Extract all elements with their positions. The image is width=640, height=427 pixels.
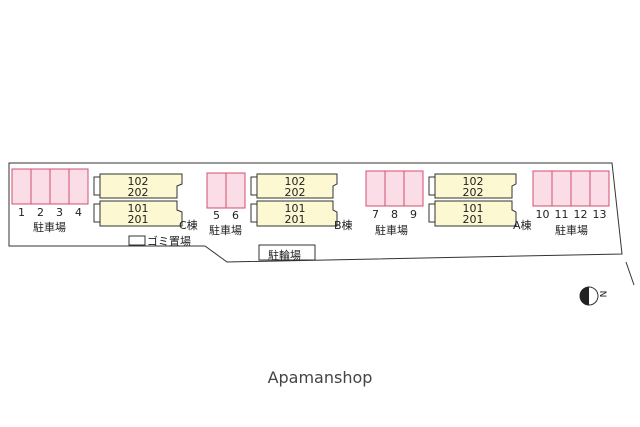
unit-number: 101 bbox=[462, 202, 484, 215]
parking-number: 6 bbox=[232, 209, 239, 222]
credit-text: Apamanshop bbox=[267, 368, 373, 387]
road-edge bbox=[625, 261, 635, 286]
compass-icon bbox=[579, 286, 599, 306]
building-a-shape bbox=[428, 173, 517, 227]
parking-number: 5 bbox=[213, 209, 220, 222]
parking-stalls-7-9 bbox=[365, 170, 424, 207]
building-b-shape bbox=[250, 173, 338, 227]
unit-number: 101 bbox=[284, 202, 306, 215]
parking-lot-label: 駐車場 bbox=[555, 224, 588, 237]
unit-upper: 102 202 bbox=[108, 176, 168, 198]
compass-north-label: N bbox=[599, 290, 610, 298]
building-c-shape bbox=[93, 173, 183, 227]
building-label: A棟 bbox=[513, 219, 532, 232]
unit-lower: 101 201 bbox=[108, 203, 168, 225]
parking-number: 4 bbox=[75, 206, 82, 219]
unit-number: 102 bbox=[462, 175, 484, 188]
parking-stalls-1-4 bbox=[11, 168, 89, 205]
parking-stalls-5-6 bbox=[206, 172, 246, 209]
parking-stalls-10-13 bbox=[532, 170, 610, 207]
parking-number: 12 bbox=[573, 208, 588, 221]
parking-number: 3 bbox=[56, 206, 63, 219]
unit-number: 202 bbox=[462, 186, 484, 199]
unit-lower: 101 201 bbox=[443, 203, 503, 225]
parking-lot-label: 駐車場 bbox=[33, 221, 66, 234]
unit-number: 201 bbox=[127, 213, 149, 226]
parking-number: 13 bbox=[592, 208, 607, 221]
parking-lot-label: 駐車場 bbox=[375, 224, 408, 237]
building-label: B棟 bbox=[334, 219, 353, 232]
unit-number: 101 bbox=[127, 202, 149, 215]
parking-number: 2 bbox=[37, 206, 44, 219]
building-label: C棟 bbox=[179, 219, 198, 232]
unit-number: 102 bbox=[127, 175, 149, 188]
bicycle-parking-box bbox=[258, 244, 316, 261]
unit-upper: 102 202 bbox=[443, 176, 503, 198]
parking-number: 11 bbox=[554, 208, 569, 221]
unit-number: 201 bbox=[462, 213, 484, 226]
garbage-area-label: ゴミ置場 bbox=[147, 235, 191, 248]
unit-lower: 101 201 bbox=[265, 203, 325, 225]
parking-number: 10 bbox=[535, 208, 550, 221]
unit-number: 202 bbox=[284, 186, 306, 199]
unit-number: 102 bbox=[284, 175, 306, 188]
parking-number: 7 bbox=[372, 208, 379, 221]
unit-number: 202 bbox=[127, 186, 149, 199]
parking-number: 1 bbox=[18, 206, 25, 219]
parking-lot-label: 駐車場 bbox=[209, 224, 242, 237]
unit-number: 201 bbox=[284, 213, 306, 226]
unit-upper: 102 202 bbox=[265, 176, 325, 198]
parking-number: 8 bbox=[391, 208, 398, 221]
parking-number: 9 bbox=[410, 208, 417, 221]
bicycle-parking-label: 駐輪場 bbox=[268, 249, 301, 262]
garbage-box bbox=[128, 235, 146, 246]
